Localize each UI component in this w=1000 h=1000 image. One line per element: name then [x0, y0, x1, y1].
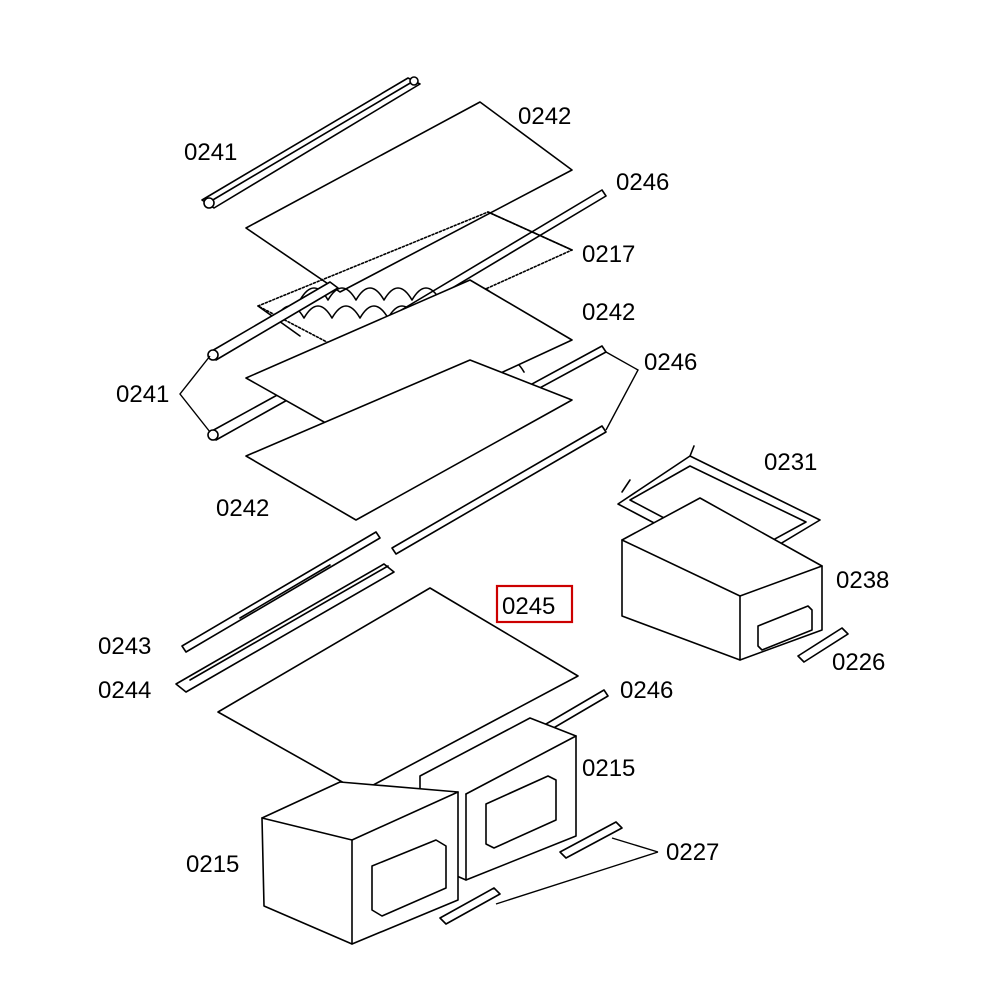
callout-0242-mid: 0242 — [582, 299, 635, 326]
rail-0243[interactable] — [181, 531, 381, 653]
callout-0246-low: 0246 — [620, 677, 673, 704]
glass-shelf-0242-mid[interactable] — [245, 279, 573, 441]
callout-0238: 0238 — [836, 567, 889, 594]
callout-0227: 0227 — [666, 839, 719, 866]
callout-0242-top: 0242 — [518, 103, 571, 130]
callout-0217: 0217 — [582, 241, 635, 268]
highlight-box-0245 — [495, 584, 574, 624]
callout-0226: 0226 — [832, 649, 885, 676]
foot-0227-left[interactable] — [439, 887, 501, 925]
callout-0231: 0231 — [764, 449, 817, 476]
callout-0241-group: 0241 — [116, 381, 169, 408]
glass-shelf-0242-low[interactable] — [245, 359, 573, 521]
crisper-drawer-0215-right[interactable] — [419, 717, 577, 881]
rail-0244[interactable] — [175, 563, 395, 693]
trim-0246-mid-lower[interactable] — [391, 425, 607, 555]
callout-0215-right: 0215 — [582, 755, 635, 782]
foot-0227-right[interactable] — [559, 821, 623, 859]
rail-0241-top[interactable] — [201, 76, 421, 209]
foot-0226[interactable] — [797, 627, 849, 663]
callout-0215-left: 0215 — [186, 851, 239, 878]
rail-0241-mid-upper[interactable] — [207, 281, 339, 361]
glass-shelf-0242-top[interactable] — [245, 101, 573, 293]
glass-cover-0245[interactable] — [217, 587, 579, 793]
callout-0243: 0243 — [98, 633, 151, 660]
callout-0241-top: 0241 — [184, 139, 237, 166]
callout-0242-low: 0242 — [216, 495, 269, 522]
crisper-drawer-0215-left[interactable] — [261, 781, 459, 945]
drawer-0238[interactable] — [621, 497, 823, 661]
callout-0246-top: 0246 — [616, 169, 669, 196]
callout-0244: 0244 — [98, 677, 151, 704]
callout-0246-mid: 0246 — [644, 349, 697, 376]
callout-0245: 0245 — [502, 593, 555, 620]
